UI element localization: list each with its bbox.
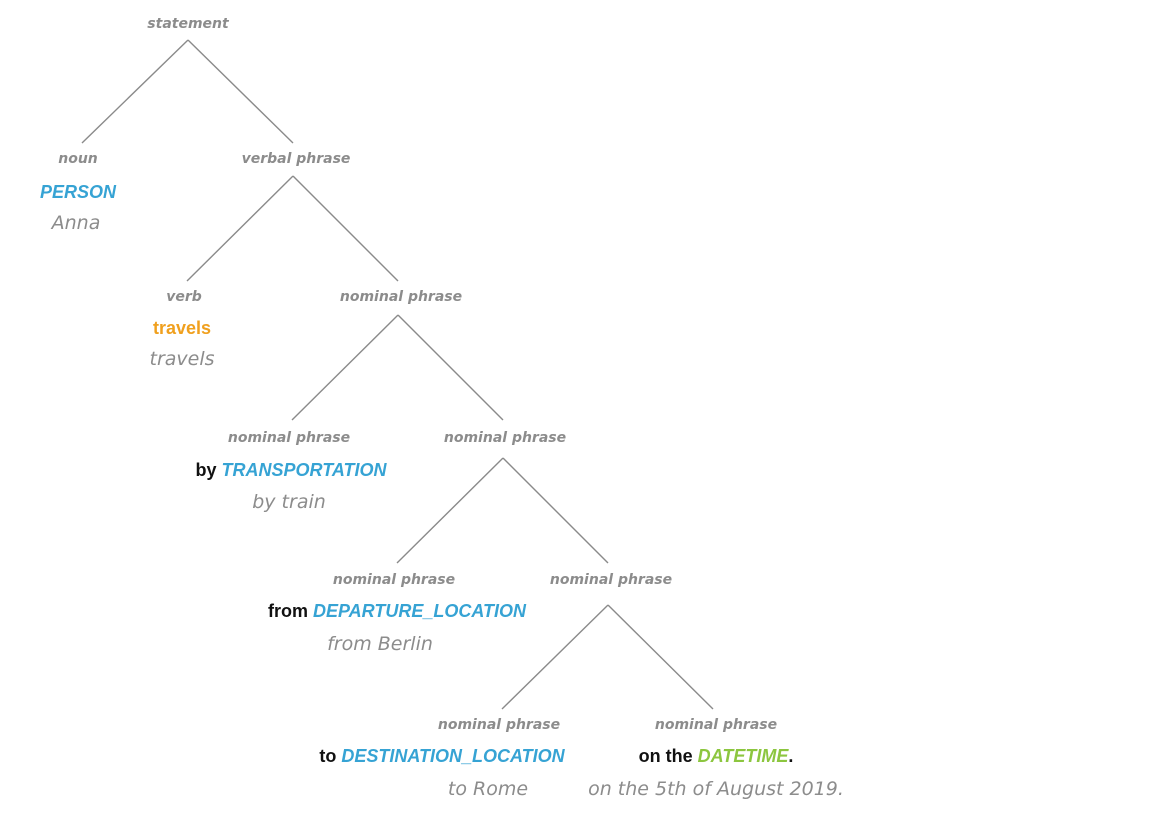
label-nominal-phrase-datetime: nominal phrase [654, 717, 778, 733]
entity-departure-slot: DEPARTURE_LOCATION [313, 601, 527, 621]
entity-person-slot: PERSON [39, 182, 117, 202]
entity-travels: travels [153, 318, 211, 339]
label-statement: statement [147, 16, 229, 32]
entity-destination-slot: DESTINATION_LOCATION [341, 746, 565, 766]
entity-departure-location: from DEPARTURE_LOCATION [268, 601, 526, 622]
entity-transportation: by TRANSPORTATION [195, 460, 386, 481]
entity-datetime-slot: DATETIME [697, 746, 789, 766]
label-noun: noun [58, 151, 98, 167]
edge-np2-np-departure [396, 457, 504, 564]
example-from-berlin: from Berlin [327, 633, 433, 655]
entity-transportation-slot: TRANSPORTATION [221, 460, 387, 480]
label-nominal-phrase-2: nominal phrase [443, 430, 567, 446]
entity-departure-prefix: from [267, 601, 308, 621]
edge-np1-np-transport [291, 314, 399, 421]
example-to-rome: to Rome [447, 778, 529, 800]
example-by-train: by train [252, 491, 326, 513]
example-anna: Anna [51, 212, 101, 234]
edge-np2-np3 [502, 457, 609, 564]
edge-np3-np-destination [501, 604, 609, 710]
label-nominal-phrase-1: nominal phrase [339, 289, 463, 305]
edge-statement-noun [81, 39, 189, 144]
edge-np1-np2 [397, 314, 504, 421]
edge-statement-verbal-phrase [187, 39, 294, 144]
label-verbal-phrase: verbal phrase [241, 151, 351, 167]
example-on-the-5th: on the 5th of August 2019. [588, 778, 844, 800]
entity-destination-location: to DESTINATION_LOCATION [319, 746, 564, 767]
edge-np3-np-datetime [607, 604, 714, 710]
label-nominal-phrase-transport: nominal phrase [227, 430, 351, 446]
entity-transportation-prefix: by [195, 460, 217, 480]
entity-datetime: on the DATETIME. [639, 746, 794, 767]
example-travels: travels [149, 348, 215, 370]
entity-datetime-prefix: on the [638, 746, 693, 766]
entity-person: PERSON [40, 182, 116, 203]
entity-destination-prefix: to [319, 746, 337, 766]
entity-travels-word: travels [152, 318, 212, 338]
label-nominal-phrase-3: nominal phrase [549, 572, 673, 588]
edge-verbal-phrase-verb [186, 175, 294, 282]
entity-datetime-suffix: . [788, 746, 794, 766]
label-nominal-phrase-destination: nominal phrase [437, 717, 561, 733]
label-verb: verb [166, 289, 202, 305]
label-nominal-phrase-departure: nominal phrase [332, 572, 456, 588]
edge-verbal-phrase-nominal-phrase [292, 175, 399, 282]
